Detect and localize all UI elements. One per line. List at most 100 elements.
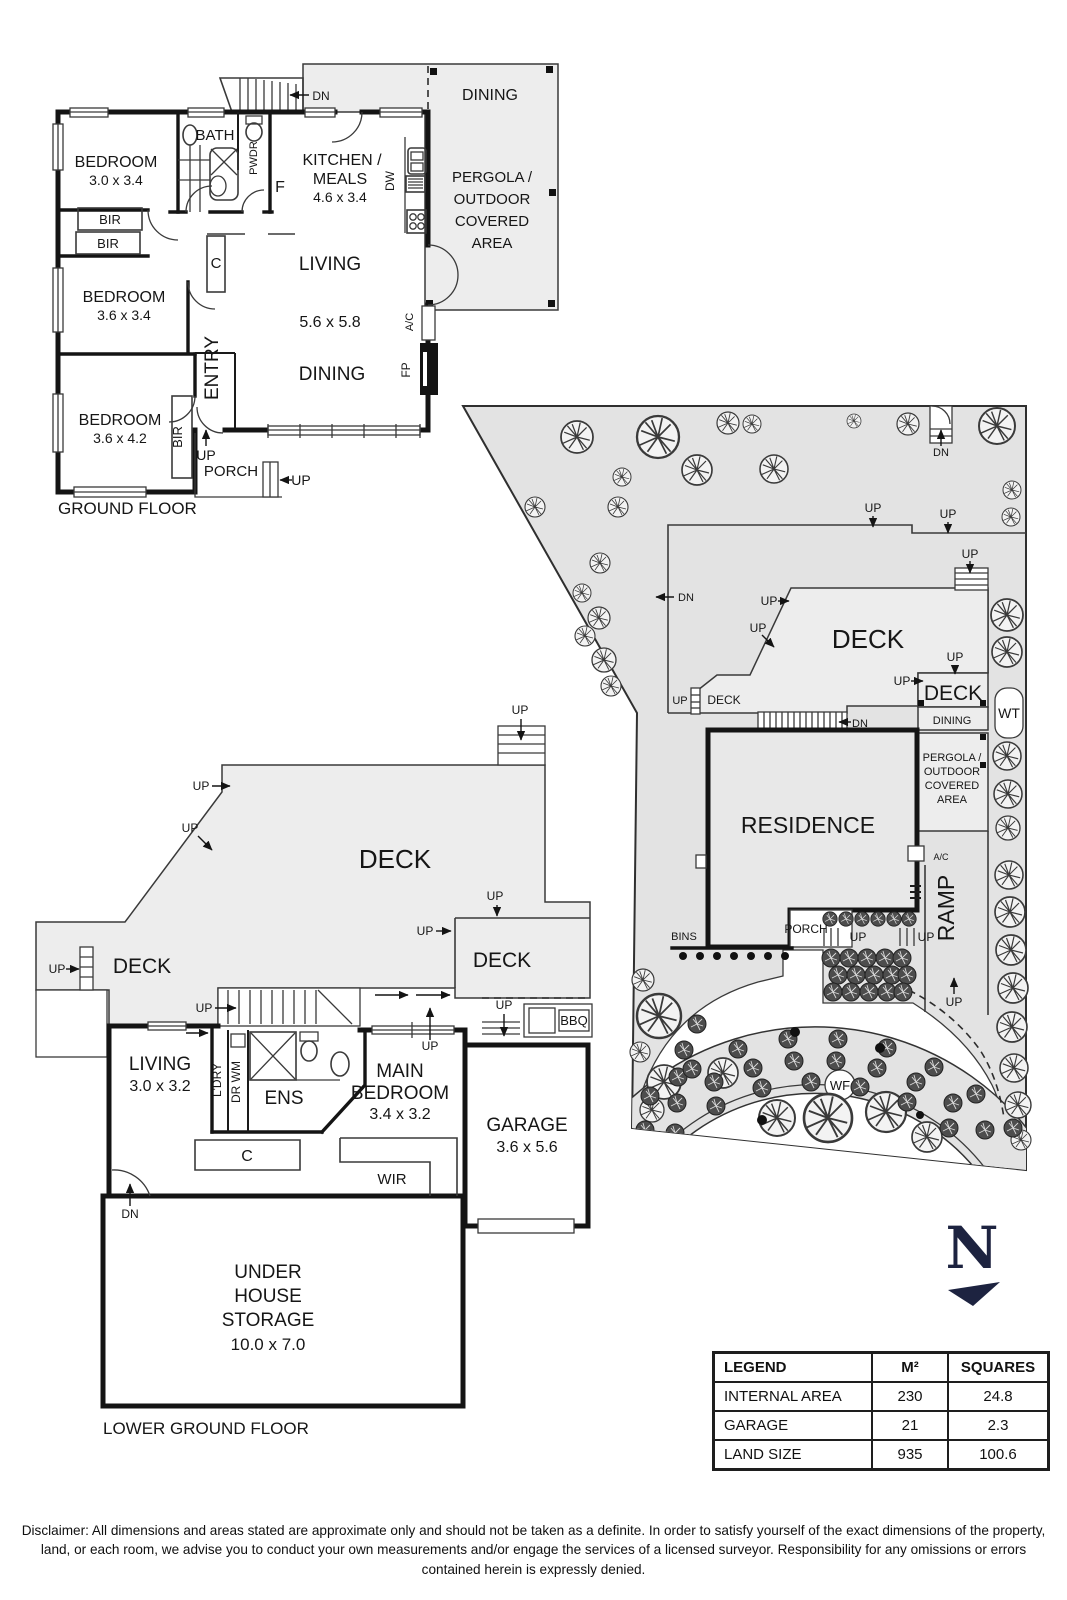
gf-labels: DINING PERGOLA / OUTDOOR COVERED AREA DN…	[58, 87, 533, 518]
pwdr-label: PWDR	[248, 141, 260, 175]
gf-fixtures	[178, 115, 438, 498]
up-label: UP	[417, 924, 434, 938]
main-bedroom-label-2: BEDROOM	[351, 1083, 449, 1104]
porch-area	[789, 909, 853, 948]
north-label: N	[945, 1214, 998, 1282]
fridge-label: F	[275, 179, 285, 196]
garage-label: GARAGE	[486, 1115, 567, 1136]
storage-line: STORAGE	[222, 1310, 315, 1331]
kitchen-label-1: KITCHEN /	[302, 152, 382, 169]
up-label: UP	[182, 821, 199, 835]
ldry-label: L'DRY	[210, 1063, 224, 1097]
deck-label: DECK	[832, 624, 905, 654]
lgf-labels: UP UP UP DECK DECK UP UP UP DECK UP BBQ …	[49, 703, 588, 1438]
bedroom2-label: BEDROOM	[83, 289, 166, 306]
ac-label: A/C	[933, 852, 949, 862]
water-feature-label: WF	[830, 1078, 850, 1093]
kitchen-label-2: MEALS	[313, 171, 367, 188]
gf-windows	[52, 107, 423, 498]
drwm-label: DR WM	[229, 1061, 243, 1103]
legend-header-squares: SQUARES	[947, 1351, 1050, 1383]
pergola-dining-label: DINING	[462, 87, 518, 104]
living-label: LIVING	[299, 254, 361, 275]
entry-label: ENTRY	[202, 336, 223, 400]
bedroom2-dims: 3.6 x 3.4	[97, 307, 151, 323]
up-label: UP	[865, 501, 882, 515]
up-label: UP	[196, 1001, 213, 1015]
lgf-left-strip	[35, 989, 108, 1058]
lower-ground-floor-title: LOWER GROUND FLOOR	[103, 1419, 309, 1438]
pergola-line: AREA	[472, 235, 513, 252]
deck-label: DECK	[707, 693, 740, 707]
pergola-line: PERGOLA /	[452, 169, 533, 186]
up-label: UP	[947, 650, 964, 664]
ac-unit-site	[907, 845, 925, 862]
dining-label: DINING	[933, 715, 972, 727]
up-label: UP	[496, 998, 513, 1012]
driveway-dashed-arc	[897, 984, 1005, 1119]
storage-line: UNDER	[234, 1262, 302, 1283]
porch-label: PORCH	[784, 922, 827, 936]
bir-label: BIR	[99, 212, 121, 227]
site-deck-right	[917, 672, 989, 708]
up-label: UP	[750, 621, 767, 635]
up-label: UP	[672, 695, 687, 707]
lgf-stair-block	[217, 987, 361, 1027]
up-label: UP	[761, 594, 778, 608]
water-tank-label: WT	[998, 705, 1020, 721]
up-label: UP	[422, 1039, 439, 1053]
residence-steps	[910, 885, 921, 899]
fp-label: FP	[399, 362, 413, 377]
legend-row-garage: GARAGE 21 2.3	[712, 1410, 1050, 1441]
fireplace	[420, 343, 438, 395]
dining-label: DINING	[299, 364, 366, 385]
up-label: UP	[487, 889, 504, 903]
pergola-line: COVERED	[455, 213, 529, 230]
bedroom3-dims: 3.6 x 4.2	[93, 430, 147, 446]
wir-label: WIR	[377, 1171, 406, 1188]
legend-header-m2: M²	[871, 1351, 949, 1383]
deck-label: DECK	[113, 955, 171, 978]
up-label: UP	[894, 674, 911, 688]
up-label: UP	[291, 472, 310, 488]
legend-header: LEGEND	[712, 1351, 873, 1383]
dn-label: DN	[121, 1207, 138, 1221]
pergola-line: OUTDOOR	[454, 191, 531, 208]
bir-label: BIR	[97, 236, 119, 251]
deck-label: DECK	[473, 949, 531, 972]
residence-label: RESIDENCE	[741, 812, 875, 838]
kitchen-dims: 4.6 x 3.4	[313, 189, 367, 205]
bir-label: BIR	[170, 426, 185, 448]
fence-posts	[679, 952, 789, 960]
north-pointer	[948, 1282, 1000, 1306]
legend-table: LEGEND M² SQUARES INTERNAL AREA 230 24.8…	[712, 1351, 1050, 1471]
north-arrow: N	[945, 1214, 1000, 1306]
living-dims: 5.6 x 5.8	[299, 314, 360, 331]
disclaimer-text: Disclaimer: All dimensions and areas sta…	[21, 1523, 1046, 1577]
deck-label: DECK	[359, 844, 432, 874]
closet-label: C	[241, 1148, 253, 1165]
up-label: UP	[196, 447, 215, 463]
site-labels: DN UP UP UP DN UP UP DECK UP UP DECK UP …	[655, 429, 1020, 1093]
ramp-label: RAMP	[933, 875, 959, 941]
dn-label: DN	[933, 447, 949, 459]
pergola-line: OUTDOOR	[924, 766, 980, 778]
ac-label: A/C	[404, 313, 416, 331]
site-dining-strip	[917, 706, 989, 731]
legend-row-internal-area: INTERNAL AREA 230 24.8	[712, 1381, 1050, 1412]
bins-label: BINS	[671, 931, 697, 943]
deck-label: DECK	[924, 682, 982, 705]
main-bedroom-dims: 3.4 x 3.2	[369, 1106, 430, 1123]
meter-box	[695, 854, 707, 869]
gf-interior-walls	[56, 110, 295, 479]
garage-dims: 3.6 x 5.6	[496, 1139, 557, 1156]
lgf-fixtures	[111, 990, 455, 1197]
porch-label: PORCH	[204, 463, 258, 480]
ac-unit-gf	[421, 305, 436, 341]
bedroom1-label: BEDROOM	[75, 154, 158, 171]
closet-label: C	[211, 255, 222, 272]
dn-label: DN	[678, 592, 694, 604]
pergola-line: AREA	[937, 794, 968, 806]
